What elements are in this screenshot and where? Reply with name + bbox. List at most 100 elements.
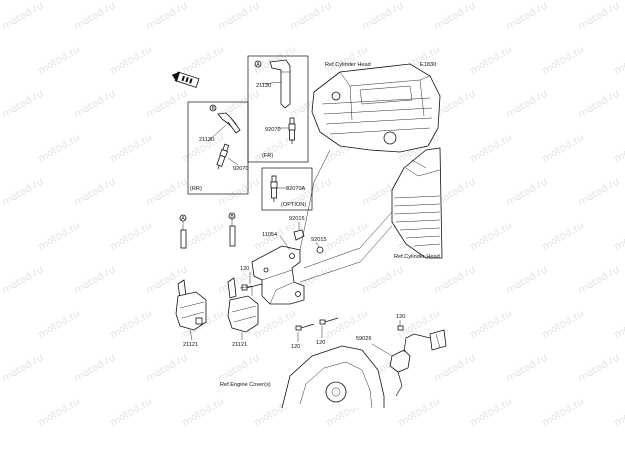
watermark-text: motod.ru [145, 0, 190, 32]
watermark-text: motod.ru [433, 0, 478, 32]
watermark-text: motod.ru [613, 308, 625, 340]
watermark-text: motod.ru [109, 132, 154, 164]
front-coil-inset-box: A 21130 92070 (FR) [247, 55, 309, 163]
watermark-text: motod.ru [361, 0, 406, 32]
diagram-code-label: E1830 [420, 62, 436, 68]
watermark-text: motod.ru [253, 308, 298, 340]
part-number-92070a: 92070A [286, 186, 306, 192]
watermark-text: motod.ru [469, 44, 514, 76]
watermark-text: motod.ru [37, 396, 82, 428]
watermark-text: motod.ru [181, 396, 226, 428]
watermark-text: motod.ru [109, 308, 154, 340]
watermark-text: motod.ru [181, 220, 226, 252]
callout-b-coil-label: B [230, 214, 234, 220]
ignition-coil-left: A 21121 [175, 214, 207, 348]
watermark-text: motod.ru [325, 220, 370, 252]
part-number-11054: 11054 [262, 232, 277, 238]
watermark-text: motod.ru [505, 352, 550, 384]
watermark-text: motod.ru [433, 264, 478, 296]
watermark-text: motod.ru [1, 88, 46, 120]
part-number-21121-right: 21121 [232, 342, 247, 348]
watermark-text: motod.ru [505, 176, 550, 208]
watermark-text: motod.ru [145, 88, 190, 120]
watermark-text: motod.ru [109, 220, 154, 252]
option-plug-inset-box: 92070A (OPTION) [261, 167, 313, 211]
watermark-text: motod.ru [577, 176, 622, 208]
part-number-21130-front: 21130 [256, 83, 271, 89]
watermark-text: motod.ru [73, 88, 118, 120]
watermark-text: motod.ru [361, 264, 406, 296]
watermark-text: motod.ru [541, 396, 586, 428]
watermark-text: motod.ru [613, 132, 625, 164]
watermark-text: motod.ru [469, 308, 514, 340]
part-number-120-bottom-a: 120 [291, 344, 300, 350]
watermark-text: motod.ru [469, 132, 514, 164]
rear-coil-inset-box: B 21130 92070 (RR) [187, 101, 249, 195]
crank-sensor: 59026 [356, 329, 447, 397]
leader-lines [299, 149, 393, 283]
watermark-text: motod.ru [469, 220, 514, 252]
watermark-text: motod.ru [289, 0, 334, 32]
nut-92015: 92015 92015 [289, 216, 327, 254]
watermark-text: motod.ru [73, 264, 118, 296]
bolt-120-bottom-a: 120 [291, 323, 315, 350]
watermark-text: motod.ru [217, 176, 262, 208]
option-label: (OPTION) [281, 202, 306, 208]
part-number-59026: 59026 [356, 336, 372, 342]
watermark-text: motod.ru [1, 0, 46, 32]
watermark-text: motod.ru [577, 264, 622, 296]
part-number-120-left: 120 [240, 266, 249, 272]
watermark-text: motod.ru [505, 0, 550, 32]
watermark-text: motod.ru [469, 396, 514, 428]
part-number-21130-rear: 21130 [199, 137, 214, 143]
part-number-92015-upper: 92015 [289, 216, 305, 222]
callout-a-coil-label: A [181, 216, 185, 222]
part-number-92015-lower: 92015 [311, 237, 327, 243]
watermark-text: motod.ru [37, 44, 82, 76]
bolt-120-bottom-b: 120 [316, 317, 339, 346]
rear-position-label: (RR) [190, 186, 202, 192]
part-number-92070-front: 92070 [265, 127, 281, 133]
ignition-coil-right: B 21121 [227, 212, 259, 348]
watermark-text: motod.ru [73, 176, 118, 208]
watermark-text: motod.ru [1, 352, 46, 384]
watermark-text: motod.ru [73, 352, 118, 384]
part-number-120-right: 120 [396, 314, 405, 320]
watermark-text: motod.ru [613, 396, 625, 428]
coil-bracket: 11054 [251, 232, 305, 305]
watermark-text: motod.ru [145, 352, 190, 384]
watermark-text: motod.ru [541, 308, 586, 340]
front-direction-arrow-icon [171, 71, 200, 88]
watermark-text: motod.ru [505, 88, 550, 120]
part-number-120-bottom-b: 120 [316, 340, 325, 346]
watermark-text: motod.ru [397, 396, 442, 428]
watermark-text: motod.ru [541, 44, 586, 76]
callout-b-label: B [212, 106, 216, 112]
ref-cylinder-head-top-label: Ref.Cylinder Head [325, 62, 371, 68]
watermark-text: motod.ru [433, 352, 478, 384]
ref-cylinder-head-right-label: Ref.Cylinder Head [394, 254, 440, 260]
cylinder-head-upper: Ref.Cylinder Head E1830 [311, 62, 441, 153]
callout-a-label: A [256, 62, 260, 68]
watermark-text: motod.ru [577, 88, 622, 120]
engine-cover: Ref.Engine Cover(s) [220, 345, 385, 409]
watermark-text: motod.ru [145, 176, 190, 208]
watermark-text: motod.ru [217, 352, 262, 384]
bolt-120-left: 120 [240, 266, 263, 291]
watermark-text: motod.ru [505, 264, 550, 296]
watermark-text: motod.ru [37, 308, 82, 340]
watermark-text: motod.ru [109, 44, 154, 76]
bolt-120-right: 120 [396, 314, 405, 331]
part-number-92070-rear: 92070 [233, 166, 249, 172]
watermark-text: motod.ru [37, 132, 82, 164]
cylinder-head-lower: Ref.Cylinder Head [391, 147, 443, 260]
watermark-text: motod.ru [253, 44, 298, 76]
watermark-text: motod.ru [217, 0, 262, 32]
watermark-text: motod.ru [577, 0, 622, 32]
watermark-text: motod.ru [73, 0, 118, 32]
watermark-text: motod.ru [613, 44, 625, 76]
watermark-text: motod.ru [181, 44, 226, 76]
watermark-text: motod.ru [1, 264, 46, 296]
watermark-text: motod.ru [541, 132, 586, 164]
